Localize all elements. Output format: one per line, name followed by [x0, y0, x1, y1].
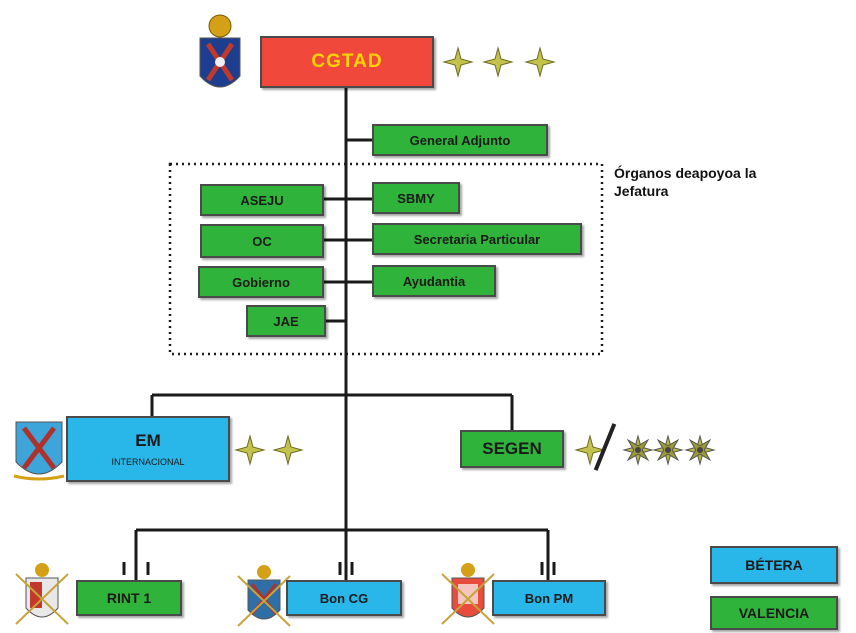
node-bon-pm[interactable]: Bon PM	[492, 580, 606, 616]
unit-size-ticks	[122, 562, 556, 575]
legend-betera: BÉTERA	[710, 546, 838, 584]
node-em-label: EM	[135, 431, 161, 450]
node-sbmy[interactable]: SBMY	[372, 182, 460, 214]
rank-stars-em	[235, 435, 303, 465]
node-oc[interactable]: OC	[200, 224, 324, 258]
eight-point-star-icon	[647, 429, 689, 471]
four-point-star-icon	[235, 435, 265, 465]
node-segen[interactable]: SEGEN	[460, 430, 564, 468]
node-secretaria[interactable]: Secretaria Particular	[372, 223, 582, 255]
node-em[interactable]: EM INTERNACIONAL	[66, 416, 230, 482]
four-point-star-icon	[443, 47, 473, 77]
connector-lines	[134, 88, 550, 580]
four-point-star-icon	[273, 435, 303, 465]
four-point-star-icon	[525, 47, 555, 77]
node-ayudantia[interactable]: Ayudantia	[372, 265, 496, 297]
node-general-adjunto[interactable]: General Adjunto	[372, 124, 548, 156]
coat-of-arms-icon	[199, 14, 241, 88]
node-em-sublabel: INTERNACIONAL	[111, 457, 185, 467]
node-jae[interactable]: JAE	[246, 305, 326, 337]
caption-line-2: Jefatura	[614, 183, 669, 199]
node-aseju[interactable]: ASEJU	[200, 184, 324, 216]
caption-line-1: Órganos deapoyoa la	[614, 165, 757, 181]
eight-point-star-icon	[679, 429, 721, 471]
node-gobierno[interactable]: Gobierno	[198, 266, 324, 298]
rank-stars-cgtad	[443, 47, 555, 77]
coat-of-arms-icon	[15, 563, 69, 625]
eight-point-star-icon	[617, 429, 659, 471]
node-bon-cg[interactable]: Bon CG	[286, 580, 402, 616]
support-group-frame	[168, 162, 604, 356]
coat-of-arms-icon	[441, 563, 495, 625]
node-rint1[interactable]: RINT 1	[76, 580, 182, 616]
support-group-caption: Órganos deapoyoa la Jefatura	[614, 164, 756, 200]
four-point-star-icon	[483, 47, 513, 77]
legend-valencia: VALENCIA	[710, 596, 838, 630]
node-cgtad[interactable]: CGTAD	[260, 36, 434, 88]
coat-of-arms-icon	[13, 421, 65, 481]
coat-of-arms-icon	[237, 565, 291, 627]
